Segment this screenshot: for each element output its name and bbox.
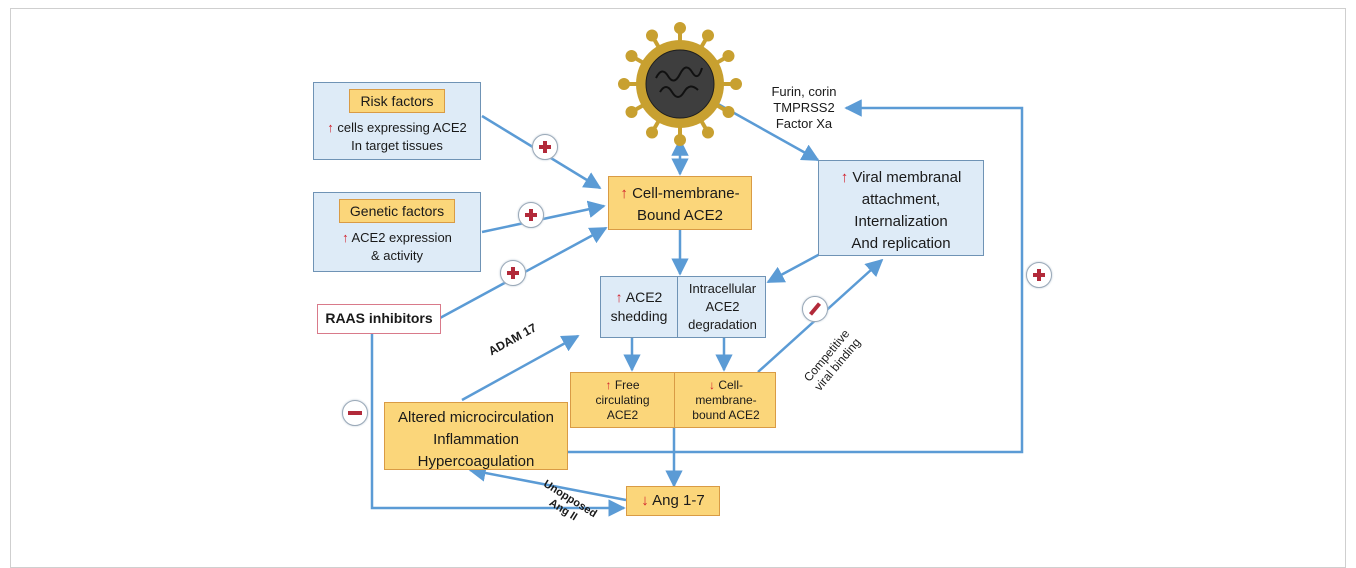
altered-line-2: Inflammation <box>433 431 519 448</box>
viral-line-2: attachment, <box>861 191 941 208</box>
virus-spike-tip <box>722 106 735 118</box>
cellbound-line-1: Cell- <box>718 377 743 392</box>
viral-line-4: And replication <box>851 235 951 252</box>
virus-spike-tip <box>702 126 714 139</box>
altered-line-1: Altered microcirculation <box>398 409 554 426</box>
virus-spike-tip <box>646 126 658 139</box>
free-ace2-cell: ↑ Free circulating ACE2 <box>571 373 675 427</box>
genetic-line-1: ACE2 expression <box>351 230 452 245</box>
genetic-line-2: & activity <box>370 248 423 263</box>
arrow-altered-to-proteases <box>568 99 1024 454</box>
increase-icon: ↑ <box>840 169 849 186</box>
proteases-label: Furin, corin TMPRSS2 Factor Xa <box>771 84 837 131</box>
virus-spike-tip <box>618 78 630 90</box>
shedding-line-1: ACE2 <box>625 289 663 305</box>
free-cellbound-box: ↑ Free circulating ACE2 ↓ Cell- membrane… <box>570 372 776 428</box>
ang-label: Ang 1-7 <box>652 492 705 509</box>
virus-spike-tip <box>702 29 714 42</box>
virus-icon <box>618 22 742 146</box>
virus-spike-tip <box>722 50 735 62</box>
virus-spike-tip <box>646 29 658 42</box>
altered-line-3: Hypercoagulation <box>417 453 535 470</box>
degradation-line-2: ACE2 <box>705 299 740 314</box>
free-line-3: ACE2 <box>606 407 639 422</box>
increase-icon: ↑ <box>605 377 612 392</box>
minus-icon <box>342 400 368 426</box>
increase-icon: ↑ <box>620 185 628 202</box>
virus-spike-tip <box>674 134 686 146</box>
altered-microcirculation-box: Altered microcirculation Inflammation Hy… <box>384 402 568 470</box>
virus-spike-tip <box>625 50 638 62</box>
cellbound-ace2-cell: ↓ Cell- membrane- bound ACE2 <box>675 373 777 427</box>
arrow-ang-to-altered <box>468 464 627 502</box>
cellbound-line-3: bound ACE2 <box>692 407 760 422</box>
genetic-factors-title: Genetic factors <box>338 199 456 223</box>
degradation-line-3: degradation <box>688 317 757 332</box>
decrease-icon: ↓ <box>641 492 649 509</box>
plus-icon <box>532 134 558 160</box>
viral-line-1: Viral membranal <box>852 169 962 186</box>
increase-icon: ↑ <box>327 120 334 135</box>
raas-inhibitors-label: RAAS inhibitors <box>325 310 433 326</box>
risk-line-2: In target tissues <box>351 138 443 153</box>
degradation-cell: Intracellular ACE2 degradation <box>678 277 767 337</box>
diagram-arrows <box>370 22 1024 517</box>
arrow-viral-to-degradation <box>766 252 821 284</box>
virus-spike-tip <box>625 106 638 118</box>
plus-icon <box>1026 262 1052 288</box>
arrow-raas-to-ang <box>370 332 626 517</box>
plus-icon <box>500 260 526 286</box>
shedding-line-2: shedding <box>610 308 668 324</box>
bound-line-2: Bound ACE2 <box>637 207 723 224</box>
raas-inhibitors-box: RAAS inhibitors <box>317 304 441 334</box>
shedding-degradation-box: ↑ ACE2 shedding Intracellular ACE2 degra… <box>600 276 766 338</box>
free-line-1: Free <box>614 377 640 392</box>
degradation-line-1: Intracellular <box>688 281 757 296</box>
risk-factors-title: Risk factors <box>349 89 445 113</box>
virus-spike-tip <box>674 22 686 34</box>
plus-icon <box>518 202 544 228</box>
ang-box: ↓ Ang 1-7 <box>626 486 720 516</box>
arrow-virus-to-viral <box>717 102 820 162</box>
cellbound-line-2: membrane- <box>695 392 757 407</box>
virus-spike-tip <box>730 78 742 90</box>
decrease-icon: ↓ <box>708 377 715 392</box>
genetic-factors-box: Genetic factors ↑ ACE2 expression & acti… <box>313 192 481 272</box>
bound-line-1: Cell-membrane- <box>632 185 740 202</box>
viral-line-3: Internalization <box>854 213 948 230</box>
bound-ace2-box: ↑ Cell-membrane- Bound ACE2 <box>608 176 752 230</box>
increase-icon: ↑ <box>342 230 349 245</box>
risk-factors-box: Risk factors ↑ cells expressing ACE2 In … <box>313 82 481 160</box>
free-line-2: circulating <box>595 392 650 407</box>
increase-icon: ↑ <box>615 289 623 305</box>
risk-line-1: cells expressing ACE2 <box>337 120 467 135</box>
shedding-cell: ↑ ACE2 shedding <box>601 277 678 337</box>
arrow-adam-to-shedding <box>461 334 580 402</box>
viral-attachment-box: ↑ Viral membranal attachment, Internaliz… <box>818 160 984 256</box>
